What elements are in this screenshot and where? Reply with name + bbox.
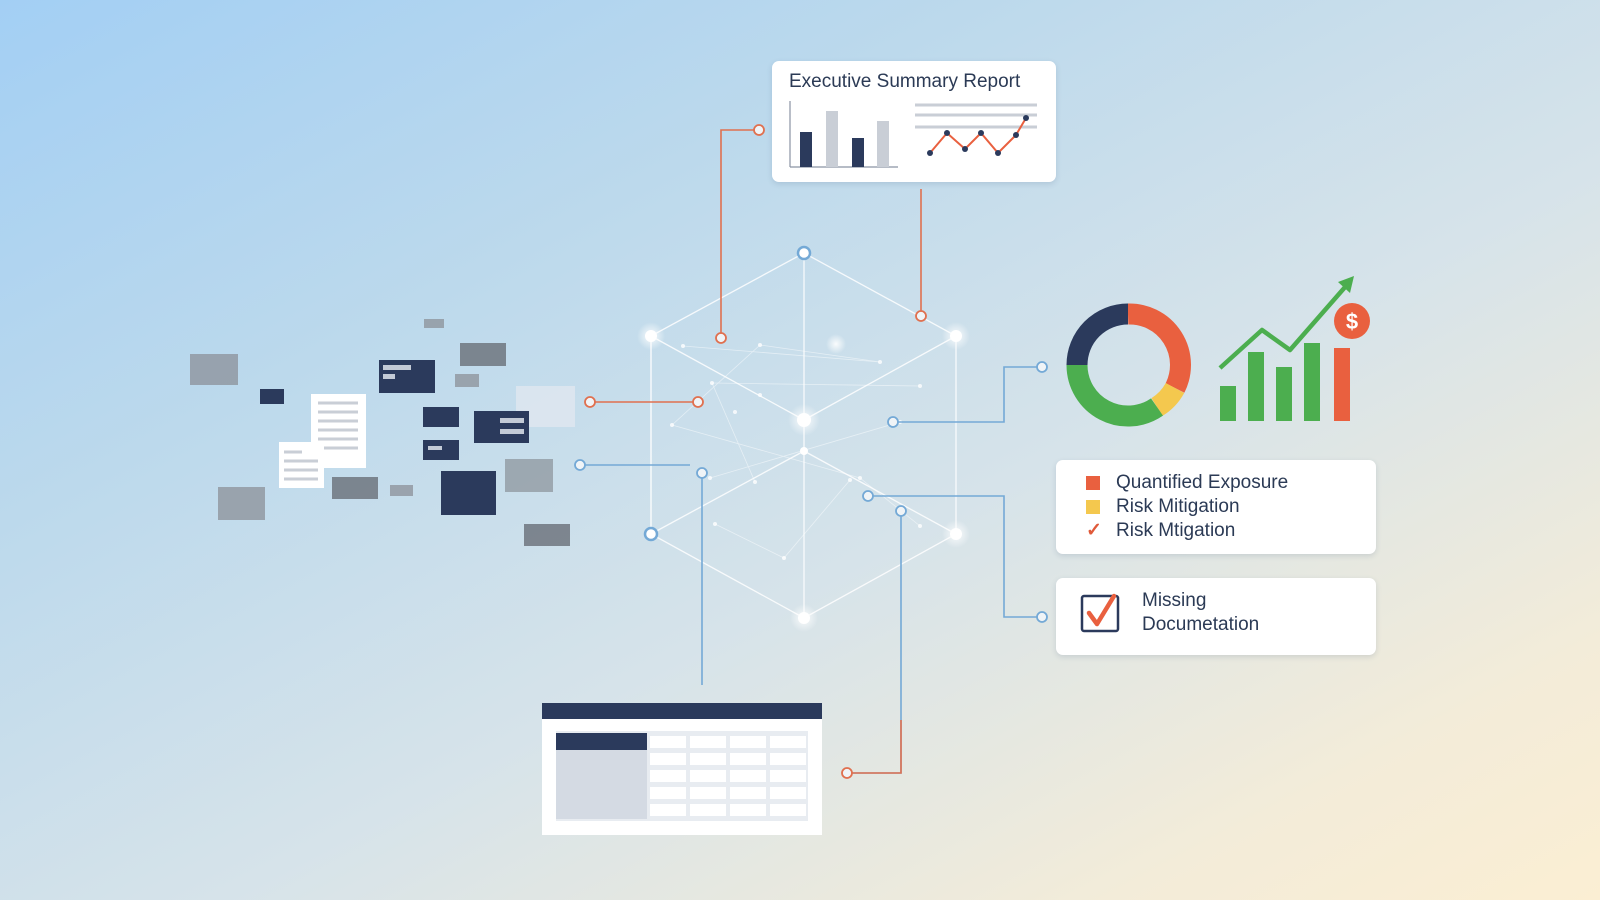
table-header-bar [542,703,822,719]
report-preview [789,101,1037,168]
navy-block [260,389,284,404]
trend-arrow [1218,284,1348,370]
executive-summary-card[interactable]: Executive Summary Report [772,61,1056,182]
missing-documentation-label: Missing Documetation [1142,589,1259,637]
hex-glow-nodes [637,245,970,632]
text-line [428,446,442,450]
navy-block [474,411,529,443]
checkmark-icon: ✓ [1086,520,1102,541]
orange-square-icon [1086,476,1100,490]
connectors [580,129,1042,774]
hex-inner-lines [671,344,921,559]
node [950,330,962,342]
legend-item-risk-mitigation: Risk Mitigation [1086,495,1240,519]
data-fragments [190,319,575,546]
gray-block [332,477,378,499]
missing-line-1: Missing [1142,590,1207,611]
navy-block [423,407,459,427]
connector-missing [868,495,1042,618]
gray-block [390,485,413,496]
gray-block [424,319,444,328]
doc-lines [284,450,318,481]
connector-bottom-orange [847,720,902,774]
table-cells [650,736,806,816]
missing-line-2: Documetation [1142,614,1260,635]
doc-page [279,442,324,488]
gray-block [505,459,553,492]
text-line [500,429,524,434]
dollar-badge-icon [1334,303,1370,339]
legend-label: Quantified Exposure [1116,472,1289,493]
gray-block [460,343,506,366]
text-line [383,365,411,370]
node [643,526,659,542]
dollar-sign: $ [1346,309,1358,334]
donut-chart-icon [1066,303,1191,427]
gray-block [455,374,479,387]
mini-line-chart-icon [915,103,1037,156]
text-line [500,418,524,423]
mini-bar-chart-icon [789,101,898,168]
node [796,245,812,261]
gray-block [524,524,570,546]
legend-label: Risk Mtigation [1116,520,1236,541]
table-column-header [556,733,647,750]
executive-summary-title: Executive Summary Report [789,71,1021,92]
connector-bottom [847,511,902,774]
node [645,330,657,342]
arrow-head [1338,276,1354,293]
legend-label: Risk Mitigation [1116,496,1240,517]
navy-block [441,471,496,515]
bar-growth-chart-icon: $ [1218,276,1370,421]
text-line [383,374,395,379]
node [950,528,962,540]
doc-lines [318,401,358,450]
gray-block [190,354,238,385]
legend-item-risk-mtigation: ✓ Risk Mtigation [1086,519,1235,543]
spreadsheet-table [542,703,822,835]
glow-node [826,334,846,354]
connector-endpoints [574,124,1048,779]
checkbox-checked-icon [1080,593,1120,633]
missing-documentation-card[interactable]: Missing Documetation [1056,578,1376,655]
connector-charts [893,366,1042,423]
risk-legend-card: Quantified Exposure Risk Mitigation ✓ Ri… [1056,460,1376,554]
legend-item-quantified-exposure: Quantified Exposure [1086,471,1288,495]
node [800,447,808,455]
connector-exec-left [720,129,759,338]
gray-block [218,487,265,520]
node [798,612,810,624]
node [797,413,811,427]
yellow-square-icon [1086,500,1100,514]
